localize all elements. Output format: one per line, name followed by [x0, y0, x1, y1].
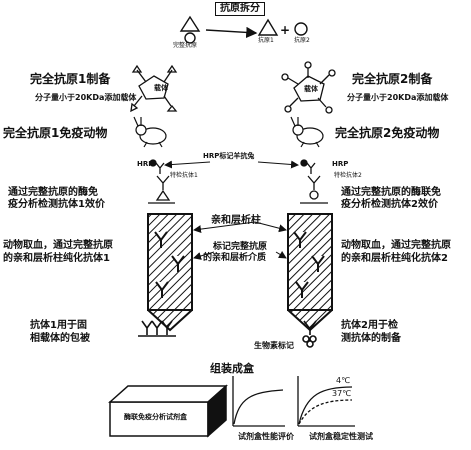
- performance-curve-chart: [232, 376, 285, 427]
- left-hrp-label: HRP: [137, 160, 154, 168]
- left-detect-line2: 疫分析检测抗体1效价: [8, 199, 105, 210]
- rabbit-left-icon: [133, 116, 167, 148]
- kit-box-label: 酶联免疫分析试剂盒: [124, 413, 187, 421]
- biotin-antibody-icon: [302, 320, 317, 348]
- right-prep-note: 分子量小于20KDa添加载体: [347, 93, 449, 102]
- stability-curve-4c: [298, 386, 353, 425]
- right-purify-line1: 动物取血，通过完整抗原: [341, 240, 451, 251]
- medium-arrow-left: [193, 251, 215, 260]
- carrier-left-icon: [130, 64, 178, 113]
- right-hrp-label: HRP: [332, 160, 349, 168]
- right-purify-line2: 的亲和层析柱纯化抗体2: [341, 253, 448, 264]
- left-purify-line1: 动物取血，通过完整抗原: [3, 240, 113, 251]
- coated-antibody-icon: [138, 320, 176, 337]
- right-prep-title: 完全抗原2制备: [352, 72, 433, 86]
- right-immunize-title: 完全抗原2免疫动物: [335, 126, 440, 140]
- temp-4c-label: 4℃: [336, 376, 351, 385]
- stability-curve-chart: [297, 376, 355, 427]
- hrp-goat-anti-rabbit-label: HRP标记羊抗兔: [203, 152, 255, 160]
- carrier-right-label: 载体: [304, 85, 318, 93]
- antigen1-triangle-icon: [257, 18, 279, 36]
- temp-37c-label: 37℃: [332, 389, 352, 398]
- split-arrow: [205, 26, 258, 39]
- elisa-right-icon: [300, 159, 328, 204]
- stability-label: 试剂盒稳定性测试: [309, 432, 373, 441]
- affinity-column-left: [147, 213, 193, 332]
- left-prep-note: 分子量小于20KDa添加载体: [35, 93, 137, 102]
- kit-box-icon: [108, 384, 228, 438]
- left-purify-line2: 的亲和层析柱纯化抗体1: [3, 253, 110, 264]
- right-specific-antibody-label: 特检抗体2: [334, 172, 362, 179]
- stability-curve-37c: [298, 399, 353, 425]
- rabbit-right-icon: [290, 116, 324, 148]
- plus-sign: +: [280, 23, 291, 37]
- performance-label: 试剂盒性能评价: [238, 432, 294, 441]
- elisa-left-icon: [148, 159, 175, 204]
- biotin-label: 生物素标记: [254, 341, 294, 350]
- complete-antigen-icon: [179, 15, 201, 44]
- antigen-split-label: 抗原拆分: [215, 2, 265, 16]
- right-use-line2: 测抗体的制备: [341, 333, 401, 344]
- hrp-arrow-left: [164, 160, 211, 169]
- right-detect-line1: 通过完整抗原的酶联免: [341, 187, 441, 198]
- antigen1-label: 抗原1: [258, 37, 274, 44]
- affinity-column-right: [287, 213, 333, 332]
- right-detect-line2: 疫分析检测抗体2效价: [341, 199, 438, 210]
- assembly-title: 组装成盒: [210, 362, 254, 375]
- left-use-line2: 相载体的包被: [30, 333, 90, 344]
- left-prep-title: 完全抗原1制备: [30, 72, 111, 86]
- antigen2-circle-icon: [294, 22, 308, 36]
- medium-label-line2: 的亲和层析介质: [203, 253, 267, 263]
- medium-arrow-right: [275, 250, 287, 259]
- complete-antigen-label: 完整抗原: [173, 42, 198, 49]
- affinity-column-label: 亲和层析柱: [211, 215, 261, 226]
- medium-label-line1: 标记完整抗原: [213, 242, 268, 252]
- right-use-line1: 抗体2用于检: [341, 320, 398, 331]
- left-immunize-title: 完全抗原1免疫动物: [3, 126, 108, 140]
- column-arrow-right: [254, 221, 287, 233]
- antigen2-label: 抗原2: [294, 37, 310, 44]
- column-arrow-left: [193, 221, 256, 234]
- left-use-line1: 抗体1用于固: [30, 320, 87, 331]
- left-specific-antibody-label: 特检抗体1: [170, 172, 198, 179]
- hrp-arrow-right: [257, 160, 299, 169]
- carrier-right-icon: [281, 61, 336, 114]
- left-detect-line1: 通过完整抗原的酶免: [8, 187, 98, 198]
- carrier-left-label: 载体: [154, 84, 168, 92]
